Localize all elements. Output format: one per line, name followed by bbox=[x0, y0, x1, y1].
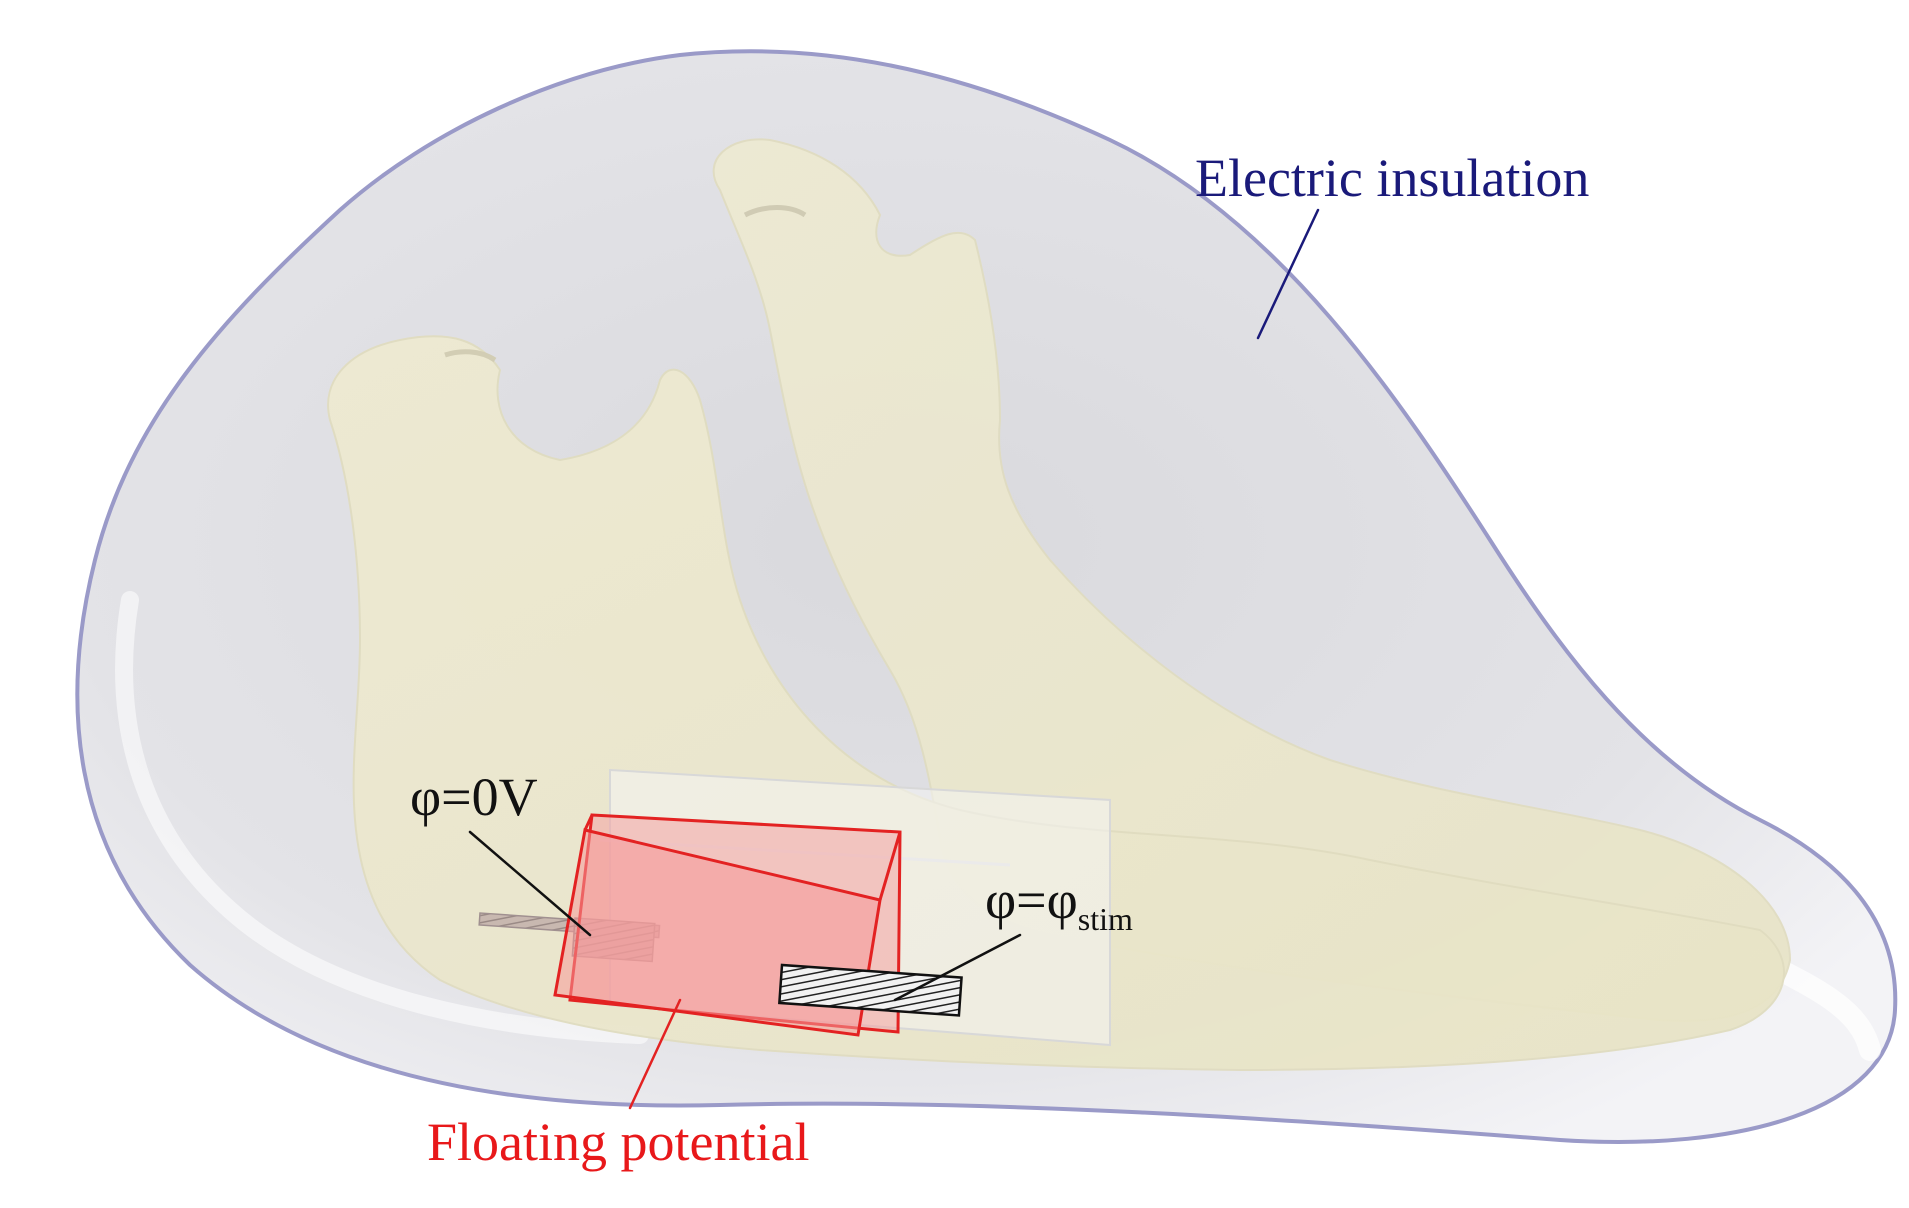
stim-potential-subscript: stim bbox=[1078, 901, 1133, 937]
floating-potential-label: Floating potential bbox=[427, 1112, 809, 1172]
stim-potential-main: φ=φ bbox=[985, 870, 1078, 930]
electric-insulation-label: Electric insulation bbox=[1195, 148, 1589, 208]
ground-potential-label: φ=0V bbox=[410, 767, 538, 827]
